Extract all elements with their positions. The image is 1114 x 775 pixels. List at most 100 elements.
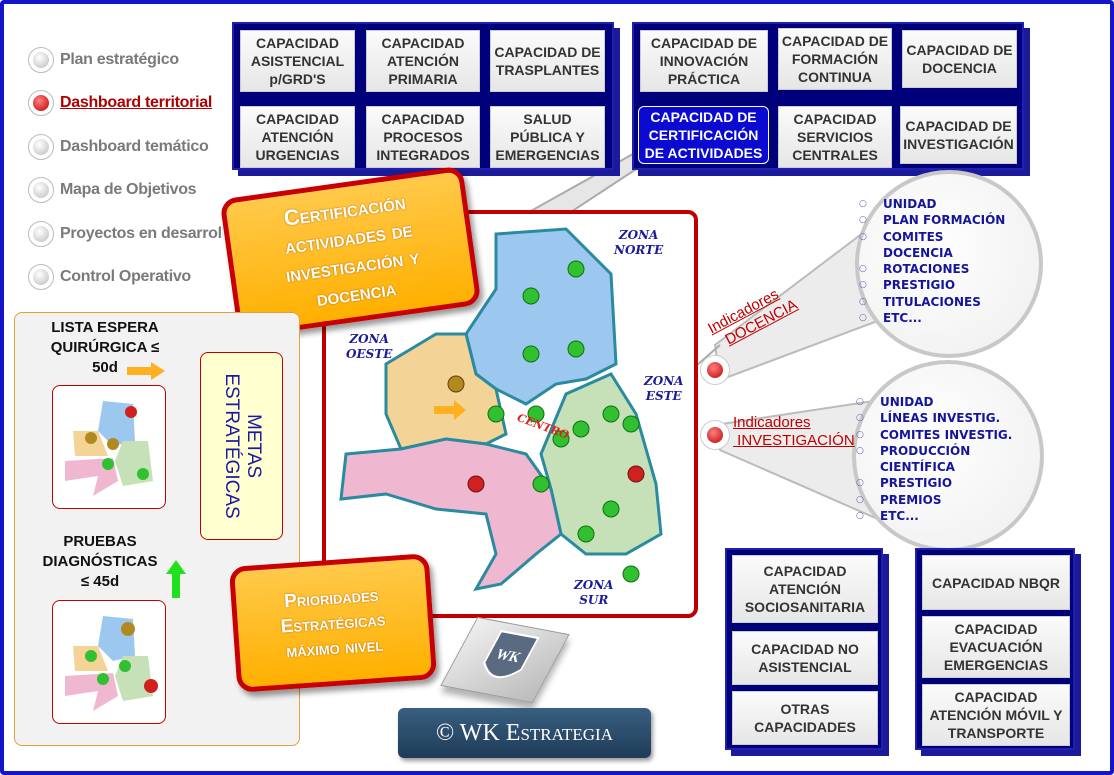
arrow-up-icon: [166, 560, 186, 598]
nav-label: Mapa de Objetivos: [60, 181, 197, 199]
arrow-right-icon: [127, 362, 165, 380]
pin-green-icon: [552, 430, 570, 448]
radio-icon: [28, 264, 54, 291]
nav-menu: Plan estratégico Dashboard territorial D…: [28, 38, 223, 300]
zone-north-shape: [464, 227, 618, 406]
list-item: PREMIOS: [856, 492, 1012, 509]
radio-icon: [28, 220, 54, 247]
shield-icon: WK: [483, 629, 540, 679]
zone-west-shape: [384, 332, 508, 451]
capacity-urgencias-button[interactable]: CAPACIDAD ATENCIÓN URGENCIAS: [240, 106, 355, 168]
wk-logo: WK: [440, 616, 570, 704]
nav-label: Dashboard territorial: [60, 94, 212, 112]
copyright-banner: © WK Estrategia: [398, 708, 651, 758]
lens-investigacion: UNIDAD LÍNEAS INVESTIG. COMITES INVESTIG…: [852, 360, 1044, 552]
lens-docencia: UNIDAD PLAN FORMACIÓN COMITES DOCENCIA R…: [855, 170, 1043, 358]
mini-map: [65, 616, 158, 711]
list-item: ETC...: [856, 508, 1012, 525]
pin-green-icon: [602, 405, 620, 423]
capacity-formacion-button[interactable]: CAPACIDAD DE FORMACIÓN CONTINUA: [778, 28, 892, 90]
nav-item-dashboard-territorial[interactable]: Dashboard territorial: [28, 82, 223, 126]
pin-yellow-icon: [447, 375, 465, 393]
list-item: COMITES INVESTIG.: [856, 427, 1012, 444]
list-item: ETC...: [859, 310, 1005, 327]
pin-green-icon: [522, 345, 540, 363]
nav-item-plan-estrategico[interactable]: Plan estratégico: [28, 38, 223, 82]
pin-green-icon: [527, 405, 545, 423]
indicator-docencia-dot-icon[interactable]: [700, 355, 730, 385]
capacity-evacuacion-button[interactable]: CAPACIDAD EVACUACIÓN EMERGENCIAS: [922, 616, 1070, 678]
metas-estrategicas-box: METAS ESTRATÉGICAS: [200, 352, 283, 540]
pin-green-icon: [622, 565, 640, 583]
pin-green-icon: [532, 475, 550, 493]
capacity-atencion-movil-button[interactable]: CAPACIDAD ATENCIÓN MÓVIL Y TRANSPORTE: [922, 684, 1070, 746]
indicator-investigacion-label[interactable]: Indicadores INVESTIGACIÓN: [733, 414, 855, 450]
callout-prioridades: Prioridades Estratégicas máximo nivel: [228, 553, 438, 693]
list-item: PRESTIGIO: [856, 475, 1012, 492]
map-pins: [434, 260, 645, 583]
indicator-investigacion-dot-icon[interactable]: [700, 420, 730, 450]
nav-item-control-operativo[interactable]: Control Operativo: [28, 256, 223, 300]
nav-item-dashboard-tematico[interactable]: Dashboard temático: [28, 125, 223, 169]
capacity-procesos-button[interactable]: CAPACIDAD PROCESOS INTEGRADOS: [366, 106, 480, 168]
capacity-otras-button[interactable]: OTRAS CAPACIDADES: [732, 691, 878, 745]
nav-item-proyectos[interactable]: Proyectos en desarrollo: [28, 212, 223, 256]
pin-green-icon: [577, 525, 595, 543]
nav-label: Plan estratégico: [60, 50, 179, 68]
list-item: PLAN FORMACIÓN: [859, 212, 1005, 229]
capacity-certificacion-button[interactable]: CAPACIDAD DE CERTIFICACIÓN DE ACTIVIDADE…: [638, 106, 769, 164]
capacity-sociosanitaria-button[interactable]: CAPACIDAD ATENCIÓN SOCIOSANITARIA: [732, 555, 878, 623]
docencia-list: UNIDAD PLAN FORMACIÓN COMITES DOCENCIA R…: [859, 196, 1005, 327]
list-item: PRODUCCIÓN CIENTÍFICA: [856, 443, 1012, 476]
metas-label: METAS ESTRATÉGICAS: [220, 373, 264, 519]
capacity-trasplantes-button[interactable]: CAPACIDAD DE TRASPLANTES: [490, 30, 605, 92]
list-item: LÍNEAS INVESTIG.: [856, 410, 1012, 427]
capacity-innovacion-button[interactable]: CAPACIDAD DE INNOVACIÓN PRÁCTICA: [640, 30, 768, 92]
mini-map: [65, 401, 153, 496]
radio-icon: [28, 46, 54, 73]
indicator-label-line2: INVESTIGACIÓN: [733, 432, 855, 449]
list-item: TITULACIONES: [859, 294, 1005, 311]
investigacion-list: UNIDAD LÍNEAS INVESTIG. COMITES INVESTIG…: [856, 394, 1012, 525]
nav-label: Proyectos en desarrollo: [60, 224, 223, 242]
capacity-nbqr-button[interactable]: CAPACIDAD NBQR: [922, 555, 1070, 610]
svg-text:WK: WK: [492, 647, 524, 667]
zone-north-label: ZONA NORTE: [614, 228, 664, 257]
capacity-salud-publica-button[interactable]: SALUD PÚBLICA Y EMERGENCIAS: [490, 106, 605, 168]
pin-green-icon: [522, 287, 540, 305]
list-item: ROTACIONES: [859, 261, 1005, 278]
goal2-map-thumbnail[interactable]: [52, 600, 166, 724]
list-item: COMITES DOCENCIA: [859, 229, 1005, 262]
arrow-right-icon: [434, 400, 466, 420]
capacity-atencion-primaria-button[interactable]: CAPACIDAD ATENCIÓN PRIMARIA: [366, 30, 480, 92]
capacity-servicios-centrales-button[interactable]: CAPACIDAD SERVICIOS CENTRALES: [778, 106, 892, 168]
nav-item-mapa-objetivos[interactable]: Mapa de Objetivos: [28, 169, 223, 213]
nav-label: Dashboard temático: [60, 137, 209, 155]
nav-label: Control Operativo: [60, 268, 191, 286]
map-drawing: [339, 227, 663, 592]
goal-pruebas-diagnosticas: PRUEBAS DIAGNÓSTICAS ≤ 45d: [42, 533, 158, 590]
goal-lista-espera: LISTA ESPERA QUIRÚRGICA ≤ 50d: [50, 319, 160, 376]
capacity-no-asistencial-button[interactable]: CAPACIDAD NO ASISTENCIAL: [732, 631, 878, 685]
capacity-asistencial-button[interactable]: CAPACIDAD ASISTENCIAL p/GRD'S: [240, 30, 355, 92]
zone-south-shape: [339, 437, 563, 592]
goal1-map-thumbnail[interactable]: [52, 385, 166, 509]
pin-green-icon: [572, 420, 590, 438]
pin-green-icon: [487, 405, 505, 423]
zone-west-label: ZONA OESTE: [346, 332, 393, 361]
pin-red-icon: [627, 465, 645, 483]
pin-green-icon: [602, 500, 620, 518]
capacity-investigacion-button[interactable]: CAPACIDAD DE INVESTIGACIÓN: [900, 106, 1017, 164]
capacity-docencia-button[interactable]: CAPACIDAD DE DOCENCIA: [902, 30, 1017, 88]
radio-icon: [28, 133, 54, 160]
indicator-label-line1: Indicadores: [733, 414, 811, 431]
list-item: UNIDAD: [859, 196, 1005, 213]
radio-icon: [28, 177, 54, 204]
pin-green-icon: [567, 260, 585, 278]
pin-red-icon: [467, 475, 485, 493]
territory-map: ZONA NORTE ZONA OESTE ZONA ESTE ZONA SUR…: [322, 210, 698, 618]
pin-green-icon: [567, 340, 585, 358]
radio-selected-icon: [28, 90, 54, 117]
list-item: PRESTIGIO: [859, 277, 1005, 294]
